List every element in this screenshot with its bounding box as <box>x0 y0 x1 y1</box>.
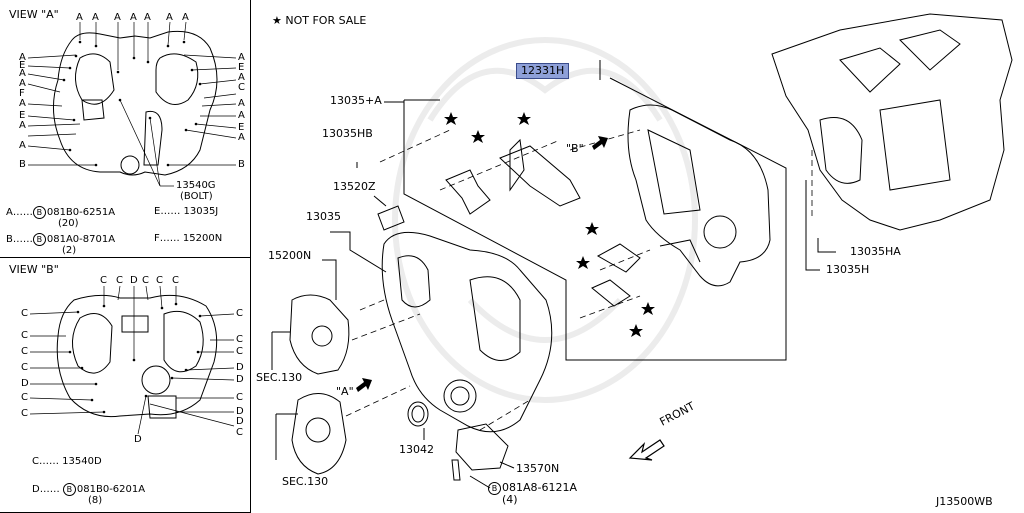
view-a-left-letter: A <box>19 120 26 131</box>
circled-b-icon: B <box>32 233 46 246</box>
view-a-right-letter: E <box>238 122 245 133</box>
view-a-top-letter: A <box>182 12 189 23</box>
view-a-left-letter: E <box>19 110 26 121</box>
bolt-label: (BOLT) <box>180 191 213 202</box>
part-13520z-label[interactable]: 13520Z <box>333 180 376 193</box>
view-a-left-letter: A <box>19 140 26 151</box>
view-a-right-b: B <box>238 159 245 170</box>
view-b-title: VIEW "B" <box>9 263 59 276</box>
highlighted-part-12331h[interactable]: 12331H <box>516 63 570 79</box>
view-b-right-letter: D <box>236 362 244 373</box>
circled-b-icon: B <box>32 206 46 219</box>
view-b-marker: "B" <box>566 142 584 155</box>
circled-b-icon: B <box>62 483 76 496</box>
view-a-top-letter: A <box>166 12 173 23</box>
part-13035-label[interactable]: 13035 <box>306 210 341 223</box>
sec-130-lower-label[interactable]: SEC.130 <box>282 475 329 488</box>
view-a-left-letter: A <box>19 52 26 63</box>
front-direction-label: FRONT <box>657 399 697 429</box>
legend-e: E…… 13035J <box>154 206 219 217</box>
view-a-top-letter: A <box>114 12 121 23</box>
view-b-top-letter: D <box>130 275 138 286</box>
view-b-right-letter: D <box>236 416 244 427</box>
view-b-top-letter: C <box>116 275 123 286</box>
bolt-081a8-qty: (4) <box>502 493 518 506</box>
circled-b-icon: B <box>488 482 501 495</box>
view-b-right-letter: C <box>236 308 243 319</box>
view-a-right-letter: C <box>238 82 245 93</box>
view-b-top-letter: C <box>172 275 179 286</box>
view-b-bottom-letter: D <box>134 434 142 445</box>
view-b-top-letter: C <box>156 275 163 286</box>
view-a-left-letter: F <box>19 88 25 99</box>
legend-f: F…… 15200N <box>154 233 223 244</box>
view-b-right-letter: C <box>236 346 243 357</box>
part-13035h-label[interactable]: 13035H <box>826 263 870 276</box>
part-13570n-label[interactable]: 13570N <box>516 462 560 475</box>
diagram-code: J13500WB <box>936 495 993 508</box>
view-a-right-letter: A <box>238 98 245 109</box>
part-13035hb-label[interactable]: 13035HB <box>322 127 373 140</box>
view-a-top-letter: A <box>130 12 137 23</box>
view-b-left-letter: C <box>21 362 28 373</box>
view-b-left-letter: C <box>21 408 28 419</box>
part-13035ha-label[interactable]: 13035HA <box>850 245 901 258</box>
view-a-left-letter: A <box>19 68 26 79</box>
part-13035a-label[interactable]: 13035+A <box>330 94 382 107</box>
view-a-top-letter: A <box>144 12 151 23</box>
sec-130-upper-label[interactable]: SEC.130 <box>256 371 303 384</box>
view-a-right-letter: A <box>238 132 245 143</box>
view-a-top-letter: A <box>92 12 99 23</box>
view-b-right-letter: C <box>236 392 243 403</box>
legend-d-qty: (8) <box>88 495 103 506</box>
legend-c: C…… 13540D <box>32 456 102 467</box>
view-b-right-letter: C <box>236 334 243 345</box>
part-15200n-label[interactable]: 15200N <box>268 249 312 262</box>
view-b-left-letter: C <box>21 346 28 357</box>
view-a-right-letter: E <box>238 62 245 73</box>
view-a-left-letter: E <box>19 60 26 71</box>
view-b-top-letter: C <box>142 275 149 286</box>
view-a-drawing <box>27 21 237 187</box>
legend-a-qty: (20) <box>58 218 79 229</box>
view-b-right-letter: D <box>236 406 244 417</box>
view-b-panel <box>0 257 251 513</box>
view-a-right-letter: A <box>238 72 245 83</box>
view-b-top-letter: C <box>100 275 107 286</box>
view-a-marker: "A" <box>336 385 354 398</box>
view-b-right-letter: D <box>236 374 244 385</box>
view-b-left-letter: C <box>21 392 28 403</box>
view-a-left-b: B <box>19 159 26 170</box>
view-b-left-letter: C <box>21 308 28 319</box>
part-13042-label[interactable]: 13042 <box>399 443 434 456</box>
view-a-top-letter: A <box>76 12 83 23</box>
legend-b-qty: (2) <box>62 245 77 256</box>
view-a-left-letter: A <box>19 98 26 109</box>
view-a-left-letter: A <box>19 78 26 89</box>
not-for-sale-note: ★ NOT FOR SALE <box>272 14 367 27</box>
view-b-right-letter: C <box>236 427 243 438</box>
view-a-right-letter: A <box>238 110 245 121</box>
view-b-left-letter: C <box>21 330 28 341</box>
part-13540g-label: 13540G <box>176 180 216 191</box>
view-a-right-letter: A <box>238 52 245 63</box>
view-b-left-letter: D <box>21 378 29 389</box>
view-a-title: VIEW "A" <box>9 8 59 21</box>
